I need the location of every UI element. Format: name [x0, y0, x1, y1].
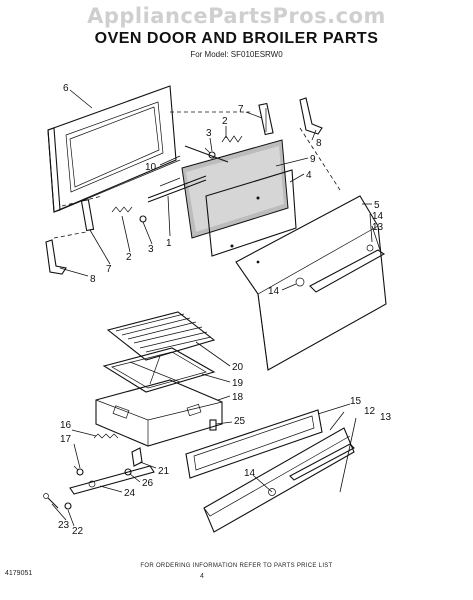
callout-8-upper: 8 — [316, 138, 322, 149]
lower-screw — [139, 215, 147, 223]
callout-20: 20 — [232, 362, 244, 373]
ordering-info-note: FOR ORDERING INFORMATION REFER TO PARTS … — [140, 563, 333, 569]
callout-7-upper: 7 — [238, 104, 244, 115]
broiler-slide-arm — [69, 465, 155, 495]
lower-hinge-bracket — [45, 239, 67, 275]
broiler-clip — [131, 447, 143, 467]
door-rod — [147, 175, 207, 203]
callout-9: 9 — [310, 154, 316, 165]
callout-3-upper: 3 — [206, 128, 212, 139]
callout-14-upper: 14 — [372, 211, 384, 222]
callout-2-lower: 2 — [126, 252, 132, 263]
callout-14-broiler: 14 — [244, 468, 256, 479]
callout-1: 1 — [166, 238, 172, 249]
callout-16: 16 — [60, 420, 72, 431]
callout-26: 26 — [142, 478, 154, 489]
callout-22: 22 — [72, 526, 84, 537]
broiler-washer — [64, 502, 72, 510]
broiler-door-front — [203, 427, 355, 533]
leader-lines — [51, 89, 381, 527]
callout-12: 12 — [364, 406, 376, 417]
callout-24: 24 — [124, 488, 136, 499]
upper-spring — [221, 135, 243, 143]
insulation-pad — [181, 139, 289, 239]
inner-door-panel — [47, 85, 181, 213]
callout-5: 5 — [374, 200, 380, 211]
broiler-door-handle — [289, 443, 355, 481]
broiler-nut — [124, 468, 132, 476]
callout-23: 23 — [58, 520, 70, 531]
diagram-title: OVEN DOOR AND BROILER PARTS — [94, 30, 379, 47]
document-id: 4179051 — [5, 570, 33, 577]
broiler-grid — [106, 311, 216, 361]
callout-18: 18 — [232, 392, 244, 403]
broiler-spring — [93, 433, 119, 439]
callout-25: 25 — [234, 416, 246, 427]
upper-hinge-bracket — [299, 97, 323, 135]
door-handle — [309, 244, 386, 293]
callout-19: 19 — [232, 378, 244, 389]
broiler-pan — [102, 347, 216, 393]
broiler-drawer — [95, 379, 223, 447]
lower-hinge — [80, 199, 95, 232]
outer-door-panel — [235, 195, 387, 371]
model-subtitle: For Model: SF010ESRW0 — [190, 50, 283, 59]
callout-10: 10 — [145, 162, 157, 173]
lower-spring — [111, 206, 133, 213]
callout-6: 6 — [63, 83, 69, 94]
watermark-logo: AppliancePartsPros.com — [87, 4, 386, 28]
callout-13-upper: 13 — [372, 222, 384, 233]
callout-2-upper: 2 — [222, 116, 228, 127]
callout-15: 15 — [350, 396, 362, 407]
callout-3-lower: 3 — [148, 244, 154, 255]
callout-7-lower: 7 — [106, 264, 112, 275]
callout-labels: 6 7 2 3 8 9 10 4 5 14 13 1 3 2 7 8 14 20… — [58, 83, 392, 537]
broiler-door-inner-panel — [185, 409, 323, 479]
page-number: 4 — [200, 573, 204, 580]
callout-8-lower: 8 — [90, 274, 96, 285]
broiler-pivot-screw — [73, 465, 84, 476]
callout-21: 21 — [158, 466, 170, 477]
callout-13-lower: 13 — [380, 412, 392, 423]
window-glass — [205, 169, 297, 257]
broiler-bolt — [43, 493, 59, 509]
callout-4: 4 — [306, 170, 312, 181]
hinge-rod — [159, 145, 229, 187]
callout-14-door: 14 — [268, 286, 280, 297]
broiler-stop-pin — [209, 419, 217, 431]
callout-17: 17 — [60, 434, 72, 445]
upper-hinge — [258, 102, 274, 136]
